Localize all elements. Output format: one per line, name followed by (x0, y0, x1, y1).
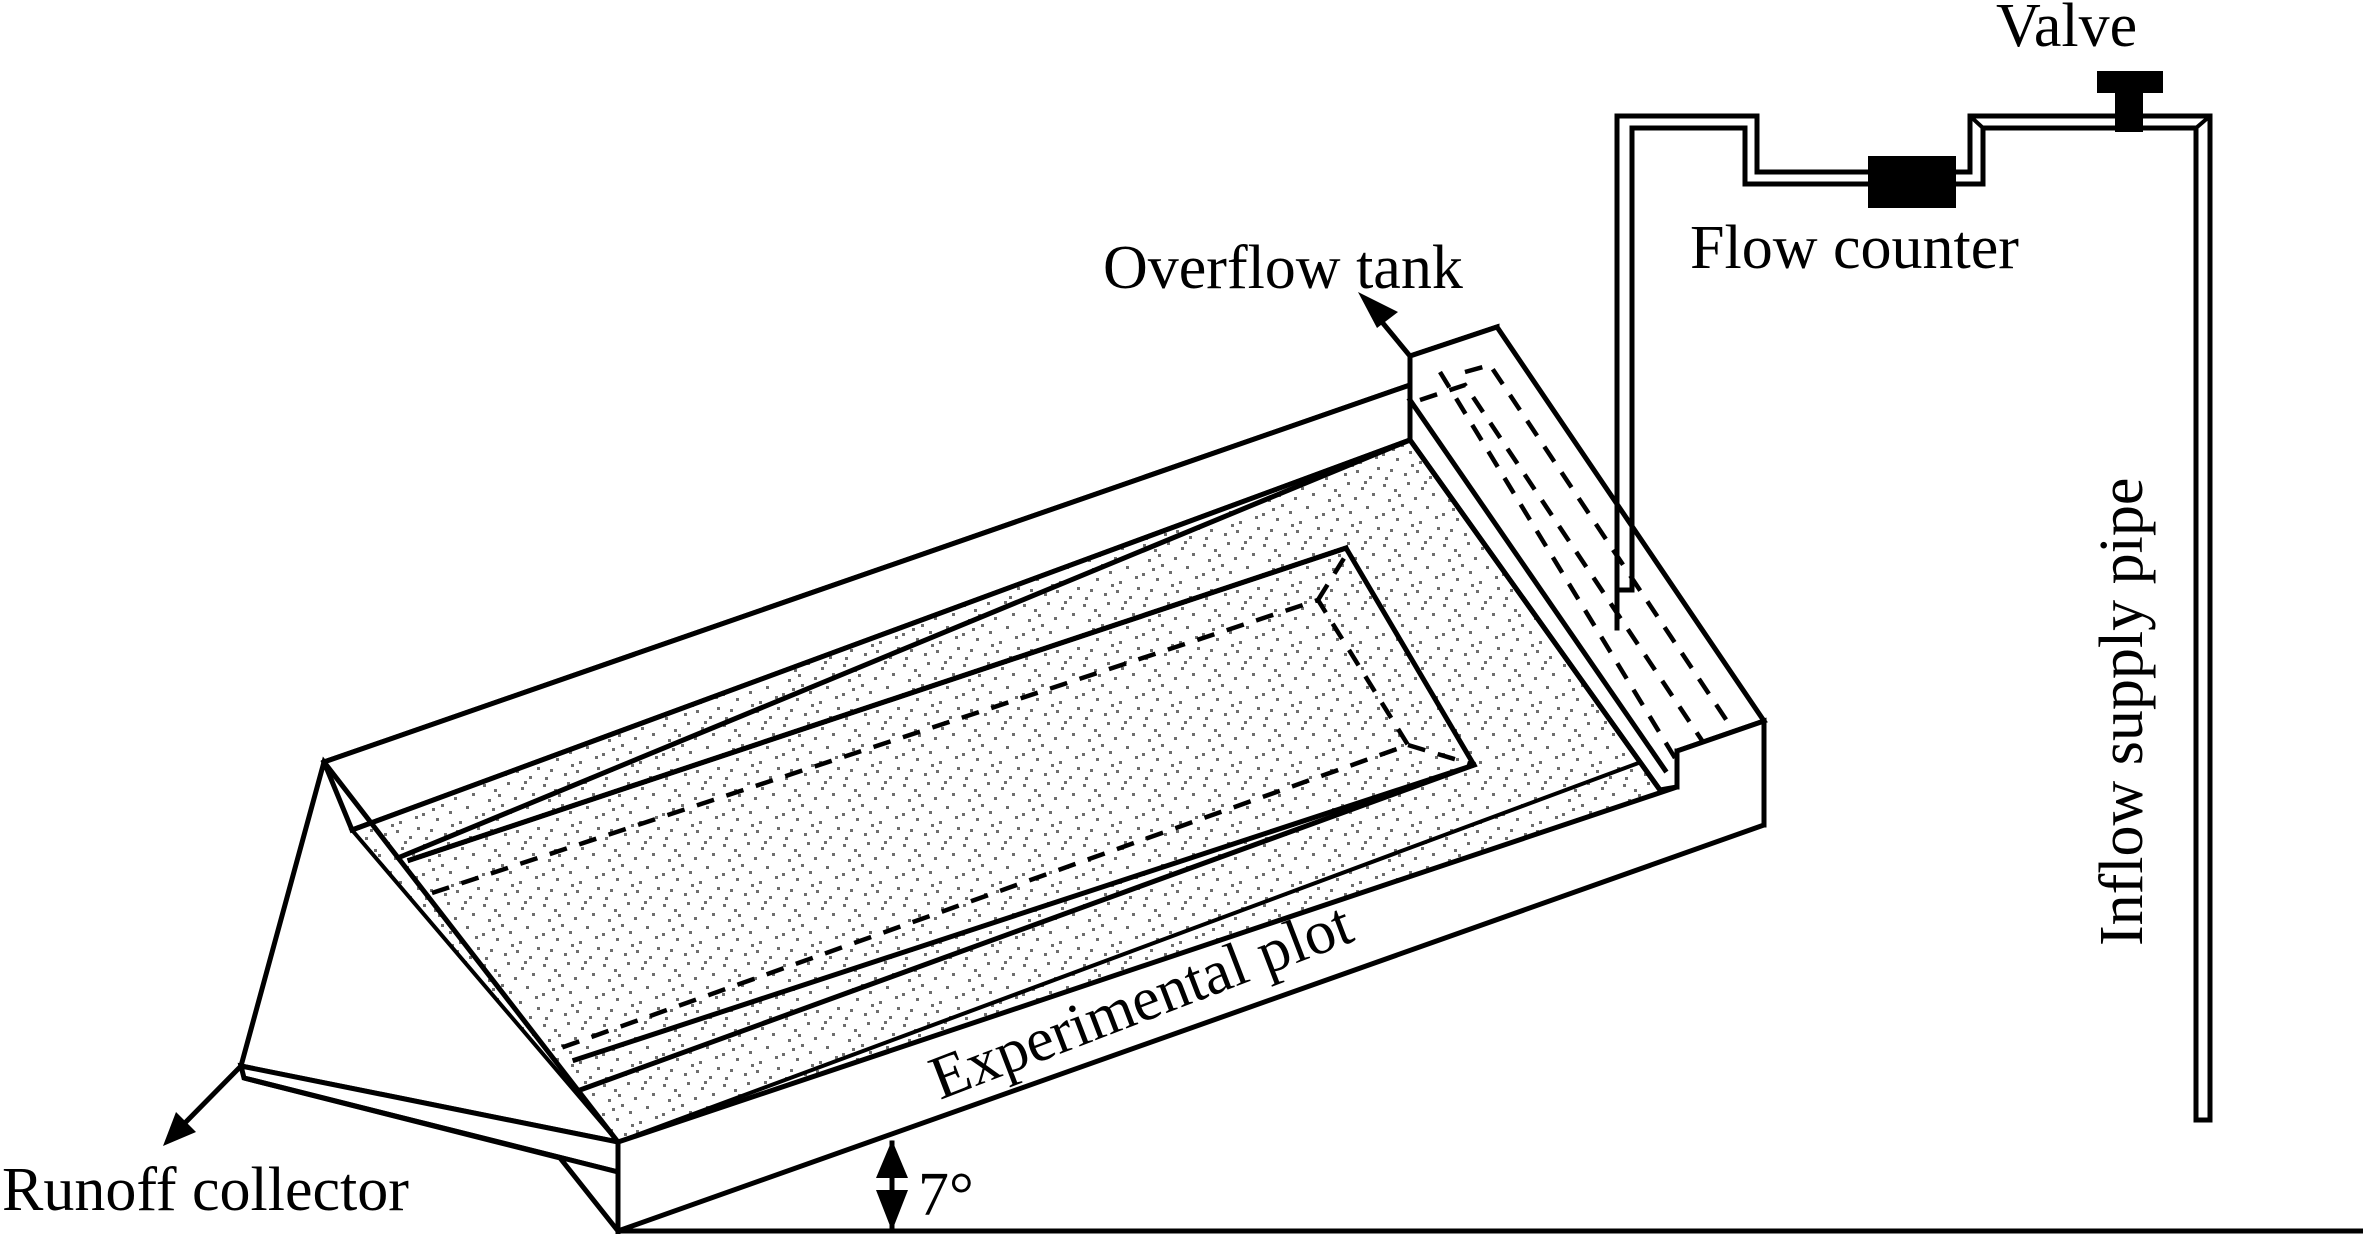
inflow-pipe (1614, 113, 2213, 1123)
soil-surface (352, 440, 1677, 1142)
label-slope-angle: 7° (918, 1161, 974, 1229)
overflow-tank-arrow-icon (1358, 292, 1414, 360)
plot-left-edge (320, 758, 622, 1146)
plot-front-wall (615, 717, 1767, 1234)
label-flow-counter: Flow counter (1690, 214, 2019, 282)
label-runoff-collector: Runoff collector (2, 1156, 409, 1224)
inner-plot-boundaries (348, 436, 1478, 1094)
slope-angle-arrow-icon (876, 1140, 908, 1233)
label-overflow-tank: Overflow tank (1103, 234, 1463, 302)
label-valve: Valve (1996, 0, 2137, 60)
valve-icon (2097, 71, 2163, 132)
runoff-collector (237, 756, 625, 1234)
flow-counter-icon (1868, 156, 1956, 208)
runoff-collector-arrow-icon (163, 1062, 245, 1146)
label-inflow-supply-pipe: Inflow supply pipe (2088, 478, 2156, 946)
